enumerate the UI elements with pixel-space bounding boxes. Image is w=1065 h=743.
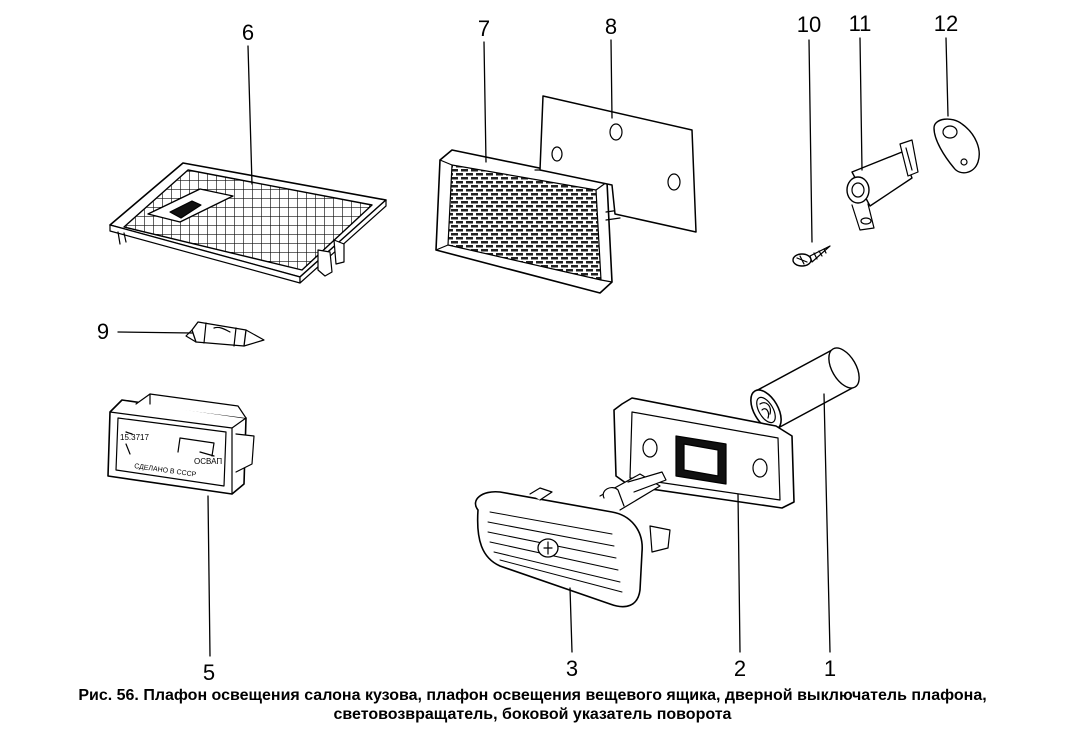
figure-caption: Рис. 56. Плафон освещения салона кузова,… bbox=[0, 686, 1065, 724]
callout-2: 2 bbox=[733, 656, 747, 681]
callout-7: 7 bbox=[477, 16, 491, 41]
callout-3: 3 bbox=[565, 656, 579, 681]
part-11-door-switch bbox=[846, 139, 919, 231]
part-6-interior-lamp-lens bbox=[109, 162, 387, 284]
callout-6: 6 bbox=[241, 20, 255, 45]
part-7-reflector bbox=[435, 149, 621, 294]
part-8-gasket bbox=[534, 95, 697, 233]
callout-5: 5 bbox=[202, 660, 216, 685]
callout-9: 9 bbox=[96, 319, 110, 344]
callout-11: 11 bbox=[848, 11, 872, 36]
part-5-glovebox-lamp: 15.3717 ОСВАП СДЕЛАНО В СССР bbox=[107, 393, 255, 495]
part-12-plate bbox=[933, 118, 980, 174]
callout-1: 1 bbox=[823, 656, 837, 681]
callout-10: 10 bbox=[796, 12, 822, 37]
callout-8: 8 bbox=[604, 14, 618, 39]
part-9-bulb bbox=[185, 321, 265, 347]
part-10-screw bbox=[792, 245, 831, 267]
lamp-marking-1: 15.3717 bbox=[120, 433, 149, 442]
part-1-socket bbox=[750, 347, 860, 431]
part-3-side-indicator bbox=[474, 471, 671, 608]
caption-line-1: Рис. 56. Плафон освещения салона кузова,… bbox=[78, 687, 987, 704]
callout-12: 12 bbox=[933, 11, 959, 36]
leader-lines bbox=[117, 37, 949, 657]
lamp-marking-2: ОСВАП bbox=[194, 457, 222, 466]
caption-line-2: световозвращатель, боковой указатель пов… bbox=[333, 706, 732, 723]
